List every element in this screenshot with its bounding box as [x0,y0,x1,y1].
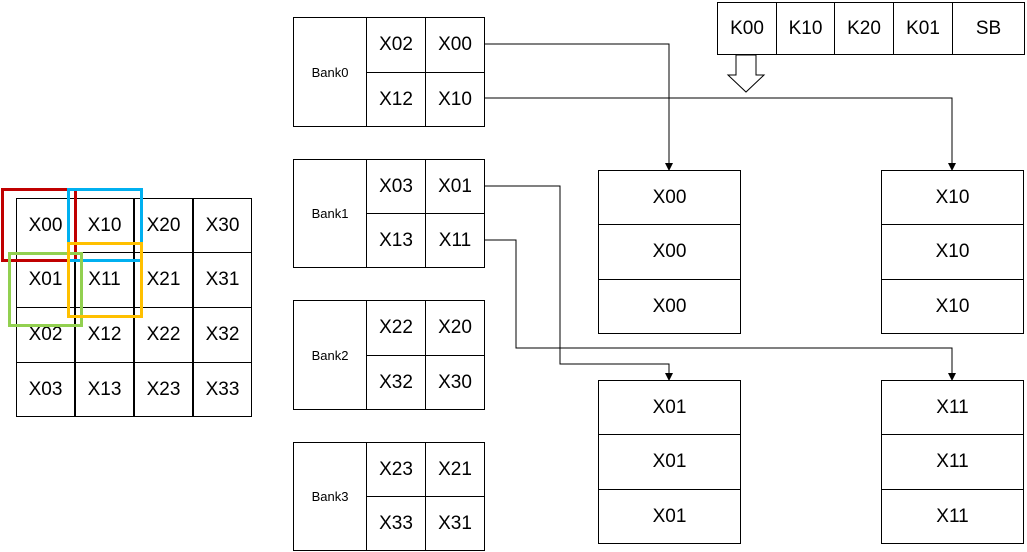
bank-cell: X13 [366,213,426,268]
output-cell: X00 [598,170,741,225]
output-cell: X11 [881,434,1024,490]
output-cell: X00 [598,224,741,280]
wire-x00 [484,43,673,171]
kernel-cell: SB [952,2,1025,55]
output-cell: X11 [881,380,1024,435]
output-cell: X01 [598,489,741,544]
matrix-cell: X21 [134,252,193,308]
bank-cell: X12 [366,72,426,127]
bank-label: Bank0 [293,17,367,127]
window-highlight-blue [67,188,143,262]
matrix-cell: X13 [75,362,134,417]
bank-cell: X11 [425,213,485,268]
window-highlight-red [1,188,77,262]
bank-cell: X33 [366,496,426,551]
bank-cell: X03 [366,159,426,214]
bank-cell: X23 [366,442,426,497]
window-highlight-yellow [67,242,143,318]
kernel-cell: K20 [834,2,894,55]
output-cell: X00 [598,279,741,334]
output-cell: X10 [881,224,1024,280]
bank-cell: X21 [425,442,485,497]
bank-cell: X20 [425,300,485,356]
kernel-cell: K00 [717,2,777,55]
matrix-cell: X02 [16,307,75,363]
wire-x01 [484,185,673,381]
matrix-cell: X31 [193,252,252,308]
matrix-cell: X32 [193,307,252,363]
bank-cell: X30 [425,355,485,410]
bank-label: Bank1 [293,159,367,268]
kernel-cell: K10 [776,2,835,55]
bank-cell: X00 [425,17,485,73]
matrix-cell: X03 [16,362,75,417]
output-cell: X01 [598,434,741,490]
output-cell: X10 [881,170,1024,225]
matrix-cell: X30 [193,198,252,253]
matrix-cell: X23 [134,362,193,417]
kernel-cell: K01 [893,2,953,55]
window-highlight-green [8,252,83,327]
bank-cell: X22 [366,300,426,356]
bank-label: Bank3 [293,442,367,551]
down-arrow-icon [726,54,766,93]
matrix-cell: X22 [134,307,193,363]
bank-cell: X32 [366,355,426,410]
bank-cell: X01 [425,159,485,214]
matrix-cell: X20 [134,198,193,253]
bank-cell: X02 [366,17,426,73]
wire-x11 [484,239,956,381]
output-cell: X01 [598,380,741,435]
bank-label: Bank2 [293,300,367,410]
bank-cell: X10 [425,72,485,127]
output-cell: X10 [881,279,1024,334]
output-cell: X11 [881,489,1024,544]
wire-x10 [484,97,956,171]
bank-cell: X31 [425,496,485,551]
matrix-cell: X33 [193,362,252,417]
